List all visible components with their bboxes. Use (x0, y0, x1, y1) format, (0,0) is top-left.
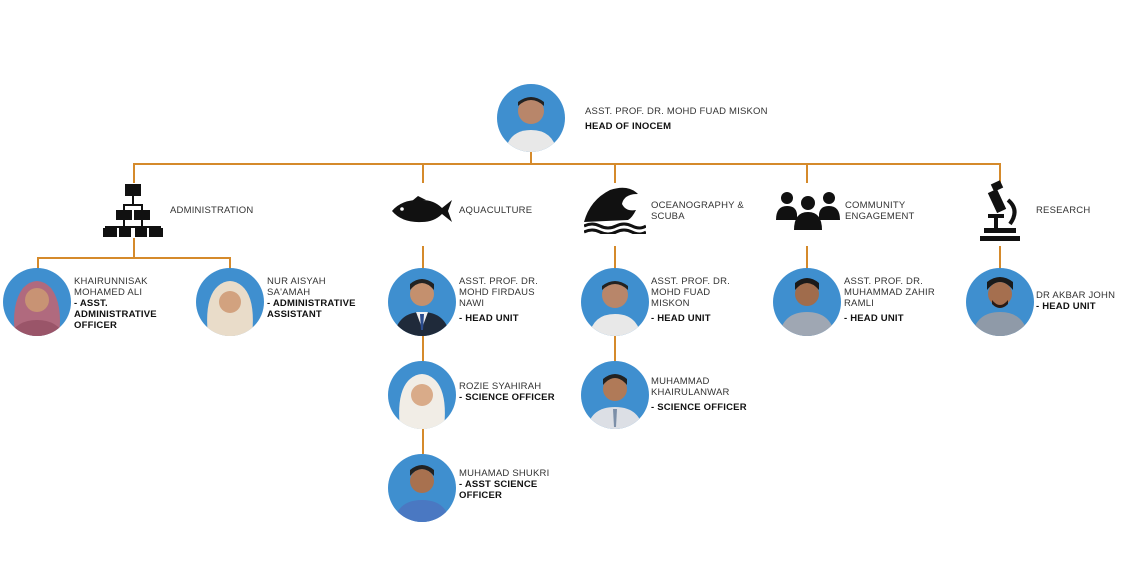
role-text-muhamad-shukri: ASST SCIENCE OFFICER (459, 479, 538, 501)
name-nur-aisyah: NUR AISYAH SA'AMAH (267, 276, 326, 298)
name-akbar-john: DR AKBAR JOHN (1036, 290, 1116, 301)
connector-aqua-2-3 (422, 428, 424, 454)
unit-label-oceanography: OCEANOGRAPHY & SCUBA (651, 200, 744, 222)
role-text-akbar-john: HEAD UNIT (1042, 301, 1096, 312)
connector-aqua-1-2 (422, 336, 424, 362)
name-muhamad-shukri: MUHAMAD SHUKRI (459, 468, 550, 479)
label-mohd-fuad: ASST. PROF. DR. MOHD FUAD MISKON - HEAD … (651, 276, 751, 324)
connector-comm-drop (806, 163, 808, 183)
name-mohd-firdaus: ASST. PROF. DR. MOHD FIRDAUS NAWI (459, 276, 539, 309)
avatar-muhamad-shukri (388, 454, 456, 522)
org-chart-icon (103, 184, 163, 238)
head-label: ASST. PROF. DR. MOHD FUAD MISKON HEAD OF… (585, 106, 795, 132)
head-name: ASST. PROF. DR. MOHD FUAD MISKON (585, 106, 768, 117)
role-muhamad-shukri: - ASST SCIENCE OFFICER (459, 479, 538, 501)
connector-admin-right (229, 257, 231, 269)
label-khairulanwar: MUHAMMAD KHAIRULANWAR - SCIENCE OFFICER (651, 376, 761, 413)
role-nur-aisyah: - ADMINISTRATIVE ASSISTANT (267, 298, 356, 320)
avatar-nur-aisyah (196, 268, 264, 336)
connector-admin-sub (133, 238, 135, 258)
avatar-mohd-firdaus (388, 268, 456, 336)
connector-ocean-drop (614, 163, 616, 183)
label-khairunnisak: KHAIRUNNISAK MOHAMED ALI - ASST. ADMINIS… (74, 276, 174, 331)
name-khairulanwar: MUHAMMAD KHAIRULANWAR (651, 376, 730, 398)
connector-aqua-drop (422, 163, 424, 183)
connector-admin-left (37, 257, 39, 269)
name-muhammad-zahir: ASST. PROF. DR. MUHAMMAD ZAHIR RAMLI (844, 276, 935, 309)
label-nur-aisyah: NUR AISYAH SA'AMAH - ADMINISTRATIVE ASSI… (267, 276, 367, 320)
label-muhamad-shukri: MUHAMAD SHUKRI - ASST SCIENCE OFFICER (459, 468, 559, 501)
connector-comm-sub (806, 246, 808, 270)
role-khairunnisak: - ASST. ADMINISTRATIVE OFFICER (74, 298, 157, 331)
connector-admin-horizontal (37, 257, 230, 259)
unit-label-community: COMMUNITY ENGAGEMENT (845, 200, 915, 222)
role-text-khairulanwar: SCIENCE OFFICER (657, 402, 747, 413)
avatar-khairunnisak (3, 268, 71, 336)
unit-label-research: RESEARCH (1036, 205, 1091, 216)
role-khairulanwar: - SCIENCE OFFICER (651, 402, 747, 413)
role-mohd-firdaus: - HEAD UNIT (459, 313, 519, 324)
name-khairunnisak: KHAIRUNNISAK MOHAMED ALI (74, 276, 148, 298)
unit-label-administration: ADMINISTRATION (170, 205, 254, 216)
avatar-rozie (388, 361, 456, 429)
head-avatar (497, 84, 565, 152)
wave-icon (584, 186, 646, 234)
unit-label-aquaculture: AQUACULTURE (459, 205, 533, 216)
role-muhammad-zahir: - HEAD UNIT (844, 313, 904, 324)
name-rozie: ROZIE SYAHIRAH (459, 381, 542, 392)
role-text-rozie: SCIENCE OFFICER (465, 392, 555, 403)
role-text-mohd-firdaus: HEAD UNIT (465, 313, 519, 324)
name-mohd-fuad: ASST. PROF. DR. MOHD FUAD MISKON (651, 276, 731, 309)
role-mohd-fuad: - HEAD UNIT (651, 313, 711, 324)
avatar-muhammad-zahir (773, 268, 841, 336)
head-role: HEAD OF INOCEM (585, 121, 672, 132)
avatar-akbar-john (966, 268, 1034, 336)
connector-ocean-1-2 (614, 336, 616, 362)
connector-research-sub (999, 246, 1001, 270)
label-akbar-john: DR AKBAR JOHN - HEAD UNIT (1036, 290, 1136, 312)
fish-icon (388, 196, 454, 226)
label-mohd-firdaus: ASST. PROF. DR. MOHD FIRDAUS NAWI - HEAD… (459, 276, 559, 324)
role-text-mohd-fuad: HEAD UNIT (657, 313, 711, 324)
connector-research-drop (999, 163, 1001, 183)
role-rozie: - SCIENCE OFFICER (459, 392, 555, 403)
community-icon (776, 190, 840, 230)
avatar-khairulanwar (581, 361, 649, 429)
connector-top-horizontal (133, 163, 1000, 165)
role-text-nur-aisyah: ADMINISTRATIVE ASSISTANT (267, 298, 356, 320)
avatar-mohd-fuad (581, 268, 649, 336)
label-muhammad-zahir: ASST. PROF. DR. MUHAMMAD ZAHIR RAMLI - H… (844, 276, 954, 324)
label-rozie: ROZIE SYAHIRAH - SCIENCE OFFICER (459, 381, 569, 403)
connector-head-down (530, 150, 532, 164)
role-text-khairunnisak: ASST. ADMINISTRATIVE OFFICER (74, 298, 157, 331)
connector-admin-drop (133, 163, 135, 183)
microscope-icon (978, 180, 1022, 242)
role-text-muhammad-zahir: HEAD UNIT (850, 313, 904, 324)
connector-ocean-sub (614, 246, 616, 270)
role-akbar-john: - HEAD UNIT (1036, 301, 1096, 312)
connector-aqua-sub (422, 246, 424, 270)
